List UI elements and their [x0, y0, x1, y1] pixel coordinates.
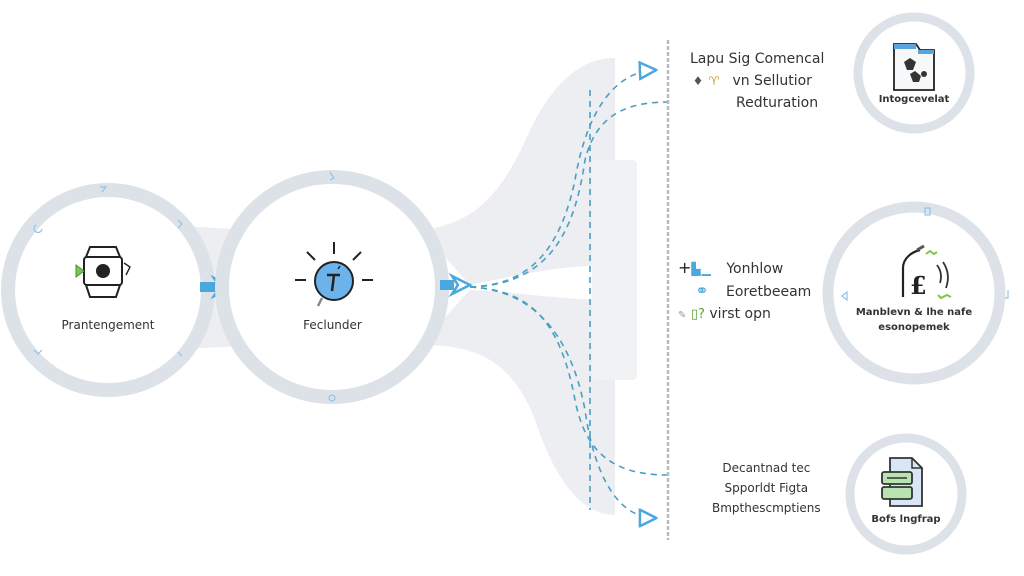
node-prantengement[interactable] — [1, 183, 215, 397]
node-label-prantengement: Prantengement — [61, 318, 155, 332]
list-item: +▙▁ Yonhlow — [678, 257, 811, 280]
node-bofs-lngfrap[interactable] — [845, 433, 967, 555]
item-text: Yonhlow — [726, 261, 784, 277]
node-label-manblevn-line2: esonopemek — [878, 322, 950, 333]
connector-arrow-2 — [440, 272, 473, 298]
text-line: Spporldt Figta — [724, 481, 809, 495]
node-label-intogcevelat: Intogcevelat — [878, 94, 950, 105]
svg-text:£: £ — [910, 271, 927, 300]
node-intogcevelat[interactable] — [853, 12, 975, 134]
text-line-with-icons: ♦ ♈ vn Sellutior — [690, 70, 824, 92]
node-label-feclunder: Feclunder — [303, 318, 362, 332]
small-pencil-glyph: ✎ — [678, 310, 687, 321]
list-item: ⚭ Eoretbeeam — [678, 280, 811, 303]
ring-glyphs — [841, 207, 1009, 302]
node-label-bofs-lngfrap: Bofs lngfrap — [871, 514, 941, 525]
ring-glyphs — [33, 186, 183, 357]
node-feclunder[interactable] — [215, 170, 449, 404]
lightbulb-icon — [295, 242, 373, 307]
text-line: Bmpthescmptiens — [712, 501, 821, 515]
text-line: vn Sellutior — [732, 73, 812, 89]
text-group-top: Lapu Sig Comencal ♦ ♈ vn Sellutior Redtur… — [690, 48, 824, 114]
text-group-middle: +▙▁ Yonhlow ⚭ Eoretbeeam ✎ ▯? virst opn — [678, 257, 811, 327]
text-line: Redturation — [736, 95, 819, 111]
document-image-icon — [893, 43, 935, 91]
plus-chart-icon: + — [678, 258, 692, 277]
item-text: virst opn — [709, 306, 771, 322]
text-line: Decantnad tec — [722, 461, 811, 475]
doc-question-icon: ▯? — [690, 307, 705, 322]
item-text: Eoretbeeam — [726, 284, 812, 300]
list-item: ✎ ▯? virst opn — [678, 303, 811, 327]
trophy-icon: ♈ — [708, 74, 720, 88]
stacked-documents-icon — [881, 457, 923, 507]
text-group-bottom: Decantnad tec Spporldt Figta Bmpthescmpt… — [712, 458, 821, 518]
link-icon: ⚭ — [695, 281, 709, 300]
smartwatch-gear-icon — [75, 246, 131, 298]
text-line: Lapu Sig Comencal — [690, 51, 825, 67]
node-manblevn[interactable]: £ — [822, 201, 1009, 385]
node-label-manblevn-line1: Manblevn & lhe nafe — [855, 307, 973, 318]
faint-panel — [592, 160, 637, 380]
dashed-flows — [469, 70, 669, 518]
chart-bars-glyph: ▙▁ — [691, 262, 712, 276]
small-marker-icon: ♦ — [692, 74, 704, 88]
pound-currency-icon: £ — [901, 244, 952, 300]
ring-glyphs — [328, 171, 336, 402]
